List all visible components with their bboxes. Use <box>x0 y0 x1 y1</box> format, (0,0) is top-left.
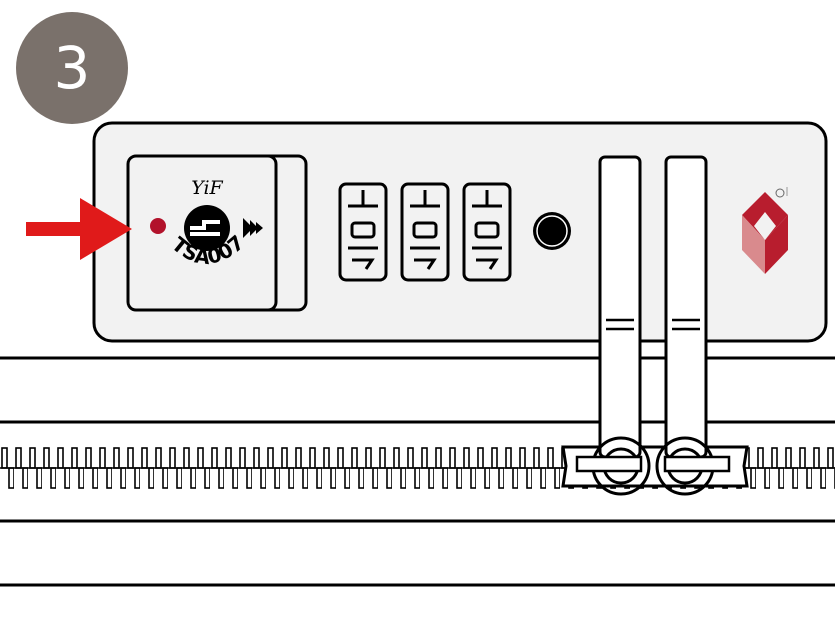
brand-label: YiF <box>191 177 223 199</box>
zipper-pull-left[interactable] <box>575 155 651 496</box>
dial-1[interactable] <box>338 182 388 282</box>
combination-dials <box>338 182 512 282</box>
tsa-key-icon <box>184 205 263 251</box>
zipper-pull-right[interactable] <box>655 155 731 496</box>
release-button[interactable] <box>533 212 571 250</box>
indicator-dot <box>150 218 166 234</box>
arrow-right-icon <box>26 198 132 260</box>
step-number: 3 <box>53 34 91 102</box>
dial-3[interactable] <box>462 182 512 282</box>
brand-logo-icon <box>742 187 788 274</box>
step-number-badge: 3 <box>16 12 128 124</box>
dial-2[interactable] <box>400 182 450 282</box>
